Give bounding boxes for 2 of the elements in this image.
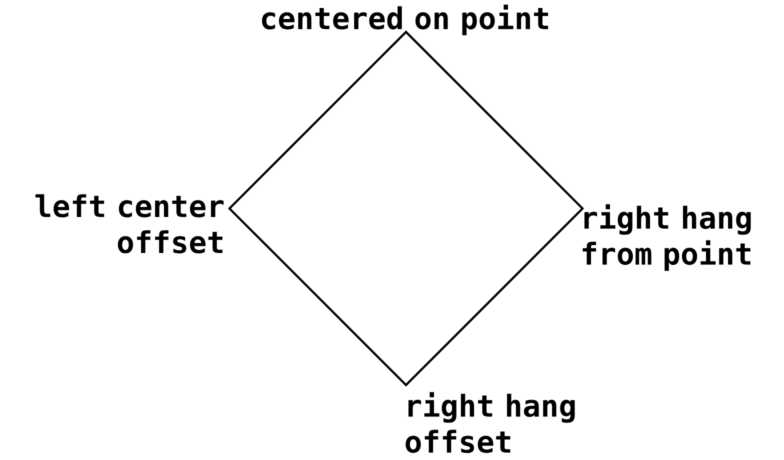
vertex-label: centered on point (262, 4, 548, 36)
vertex-label: right hang from point (582, 204, 751, 271)
